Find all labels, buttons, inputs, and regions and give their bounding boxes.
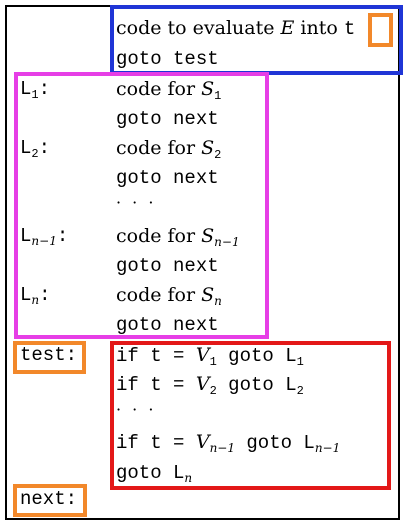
case-label-n: Ln: xyxy=(20,284,51,307)
case-goto-n: goto next xyxy=(116,314,219,336)
eval-expression-var: E xyxy=(280,17,295,39)
case-code-1: code for S1 xyxy=(116,78,222,103)
temp-variable-highlight xyxy=(368,13,393,47)
case-code-2: code for S2 xyxy=(116,137,222,162)
test-ellipsis: · · · xyxy=(116,400,157,419)
test-label-highlight xyxy=(13,341,86,374)
test-label: test: xyxy=(20,344,78,366)
test-dispatch-box xyxy=(110,341,391,490)
test-line-2: if t = V2 goto L2 xyxy=(116,373,304,398)
next-label: next: xyxy=(20,488,78,510)
case-code-n-minus-1: code for Sn−1 xyxy=(116,225,240,249)
code-layout-frame xyxy=(5,5,400,520)
eval-middle: into xyxy=(294,17,344,39)
case-label-1: L1: xyxy=(20,78,51,102)
eval-goto: goto test xyxy=(116,48,219,70)
test-final-goto: goto Ln xyxy=(116,462,193,485)
case-label-2: L2: xyxy=(20,137,51,161)
case-code-box xyxy=(14,72,269,339)
case-code-n: code for Sn xyxy=(116,284,222,308)
case-goto-1: goto next xyxy=(116,108,219,130)
test-line-1: if t = V1 goto L1 xyxy=(116,344,304,369)
test-line-n-minus-1: if t = Vn−1 goto Ln−1 xyxy=(116,431,341,455)
case-label-n-minus-1: Ln−1: xyxy=(20,225,69,248)
eval-prefix: code to evaluate xyxy=(116,17,281,39)
eval-line: code to evaluate E into t xyxy=(116,17,355,40)
case-ellipsis: · · · xyxy=(116,193,157,212)
eval-temp: t xyxy=(343,18,356,40)
next-label-highlight xyxy=(13,484,87,517)
case-goto-2: goto next xyxy=(116,167,219,189)
case-goto-n-minus-1: goto next xyxy=(116,255,219,277)
